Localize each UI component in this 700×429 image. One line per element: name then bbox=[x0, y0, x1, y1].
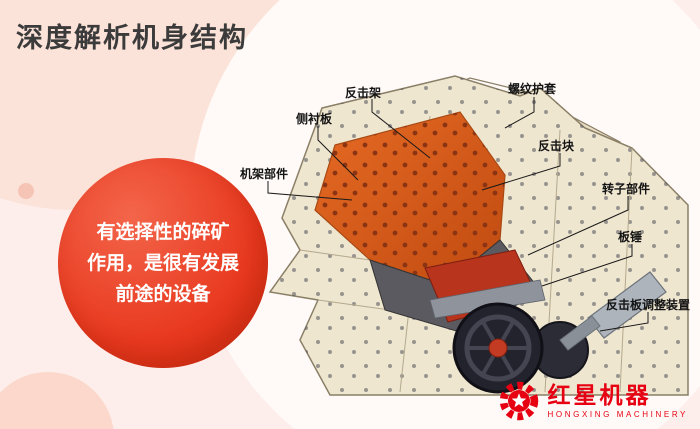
label-frame-component: 机架部件 bbox=[240, 167, 289, 181]
gear-icon bbox=[499, 381, 538, 421]
label-rotor-component: 转子部件 bbox=[602, 182, 651, 196]
message-bubble: 有选择性的碎矿 作用，是很有发展 前途的设备 bbox=[58, 158, 268, 368]
label-side-liner: 侧衬板 bbox=[296, 112, 333, 126]
label-impact-plate-adjuster: 反击板调整装置 bbox=[606, 298, 691, 312]
decor-circle-small-left bbox=[18, 183, 34, 199]
label-blow-bar: 板锤 bbox=[618, 230, 643, 244]
label-impact-block: 反击块 bbox=[538, 139, 575, 153]
bubble-line-3: 前途的设备 bbox=[115, 283, 211, 305]
logo-subtitle: HONGXING MACHINERY bbox=[547, 410, 688, 420]
logo-brand-name: 红星机器 bbox=[547, 381, 652, 408]
label-impact-frame: 反击架 bbox=[345, 86, 382, 100]
leader-lines bbox=[267, 97, 649, 332]
page-title: 深度解析机身结构 bbox=[16, 23, 248, 53]
bubble-line-1: 有选择性的碎矿 bbox=[96, 221, 230, 243]
brand-logo: 红星机器 HONGXING MACHINERY bbox=[497, 379, 688, 423]
machine-body bbox=[268, 75, 689, 396]
label-thread-sleeve: 螺纹护套 bbox=[508, 82, 557, 96]
logo-text: 红星机器 HONGXING MACHINERY bbox=[548, 383, 688, 419]
bubble-line-2: 作用，是很有发展 bbox=[86, 252, 239, 274]
